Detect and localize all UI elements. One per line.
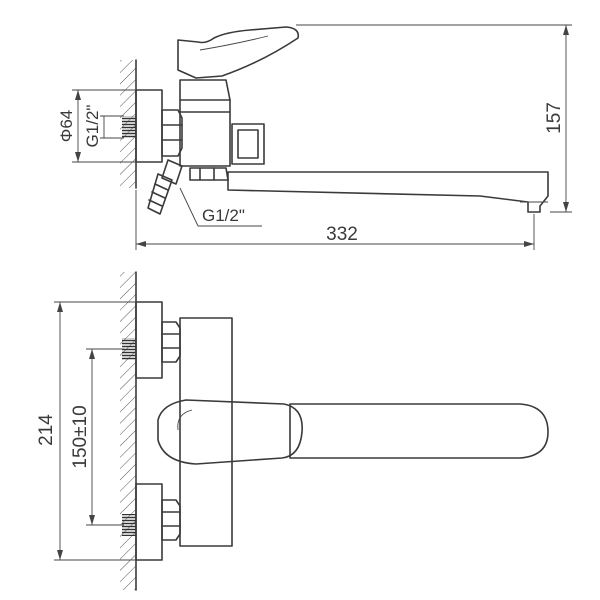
spout-connector: [189, 167, 229, 181]
mixer-body-side: [179, 99, 231, 167]
dim-width: 214: [36, 301, 136, 561]
dim-wall-thread: G1/2": [83, 105, 124, 148]
dim-label-hose-thread: G1/2": [202, 206, 245, 225]
spout-side: [227, 171, 549, 213]
lever-handle-front: [157, 399, 303, 465]
connector-nut-side: [161, 109, 183, 157]
dim-label-wall-thread: G1/2": [83, 105, 102, 148]
dim-label-150: 150±10: [70, 405, 91, 468]
wall-thread-side: [122, 116, 136, 138]
dim-overall-length: 332: [135, 190, 535, 250]
flange-lower: [135, 483, 163, 561]
dim-label-214: 214: [36, 414, 57, 446]
side-view: [120, 26, 549, 215]
wall-flange-side: [135, 89, 163, 163]
hose-connector: [161, 159, 183, 185]
wall-section-front: [120, 272, 136, 590]
dim-label-332: 332: [326, 224, 358, 245]
dim-height: 157: [296, 24, 572, 213]
dim-hose-thread: G1/2": [179, 187, 262, 227]
dim-label-phi64: Φ64: [57, 110, 76, 142]
thread-lower: [122, 514, 136, 536]
hose-fitting: [147, 173, 173, 215]
thread-upper: [122, 338, 136, 360]
nut-lower: [161, 499, 181, 541]
nut-upper: [161, 321, 181, 363]
flange-upper: [135, 301, 163, 379]
lever-handle-side: [177, 26, 300, 79]
spout-front: [289, 403, 549, 459]
diverter-box: [231, 123, 265, 165]
dim-label-157: 157: [544, 102, 565, 134]
front-view: [120, 271, 549, 591]
dim-flange: Φ64: [57, 89, 136, 163]
dim-center-distance: 150±10: [70, 348, 124, 526]
mixer-body-front: [179, 317, 233, 547]
